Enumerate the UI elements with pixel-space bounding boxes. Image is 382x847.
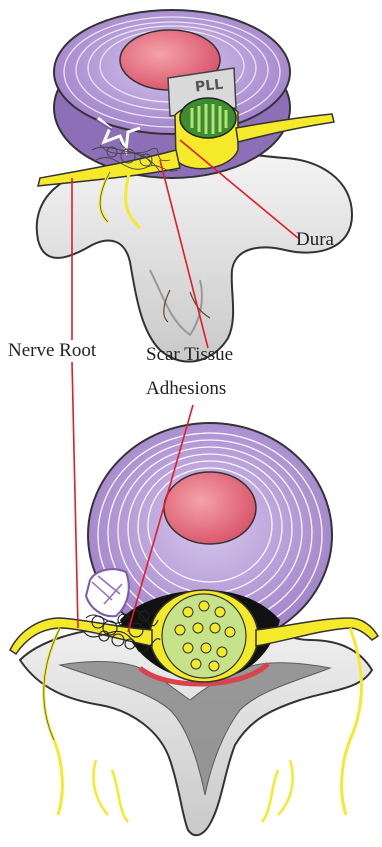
scar-tissue-label-line2: Adhesions: [146, 378, 226, 400]
vertebra-axial: [10, 423, 378, 835]
pointer-nerve-root-bottom: [72, 362, 78, 628]
nerve-root-label: Nerve Root: [8, 340, 96, 362]
scar-tissue-label-line1: Scar Tissue: [146, 344, 233, 366]
vertebra-3d-bone: [37, 152, 352, 362]
herniated-fragment: [86, 569, 129, 616]
cord-rootlets-3d: [180, 98, 236, 138]
pll-label: PLL: [194, 77, 224, 96]
vertebra-3d: [37, 10, 352, 362]
nucleus-axial: [164, 472, 256, 544]
dura-label: Dura: [296, 229, 334, 251]
